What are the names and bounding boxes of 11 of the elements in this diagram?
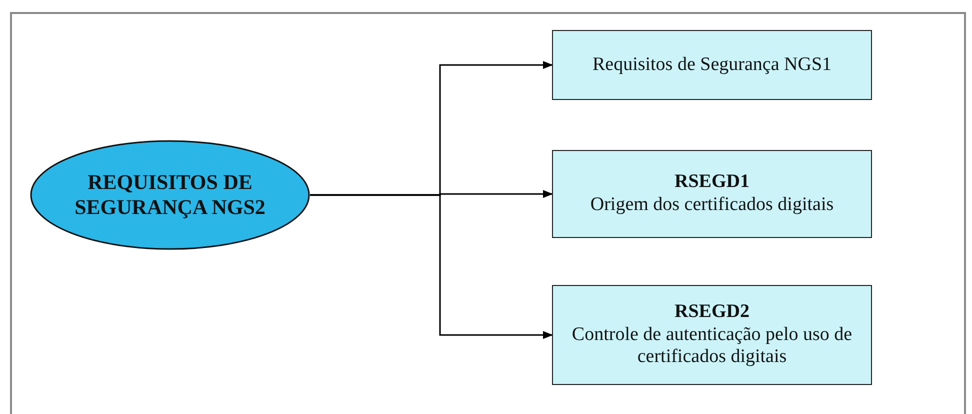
requirement-code: RSEGD1 — [674, 171, 750, 194]
requirement-box — [552, 30, 872, 100]
connector-arrow — [310, 194, 553, 339]
requirement-ellipse — [30, 140, 310, 250]
requirement-text: Requisitos de Segurança NGS1 — [592, 54, 832, 76]
requirement-text: Origem dos certificados digitais — [590, 194, 834, 217]
requirement-box — [552, 150, 872, 238]
requirement-box — [552, 285, 872, 385]
requirement-text: Controle de autenticação pelo uso de certificados digitais — [570, 324, 854, 370]
ellipse-title: REQUISITOS DE SEGURANÇA NGS2 — [74, 170, 266, 220]
requirement-code: RSEGD2 — [674, 300, 750, 324]
